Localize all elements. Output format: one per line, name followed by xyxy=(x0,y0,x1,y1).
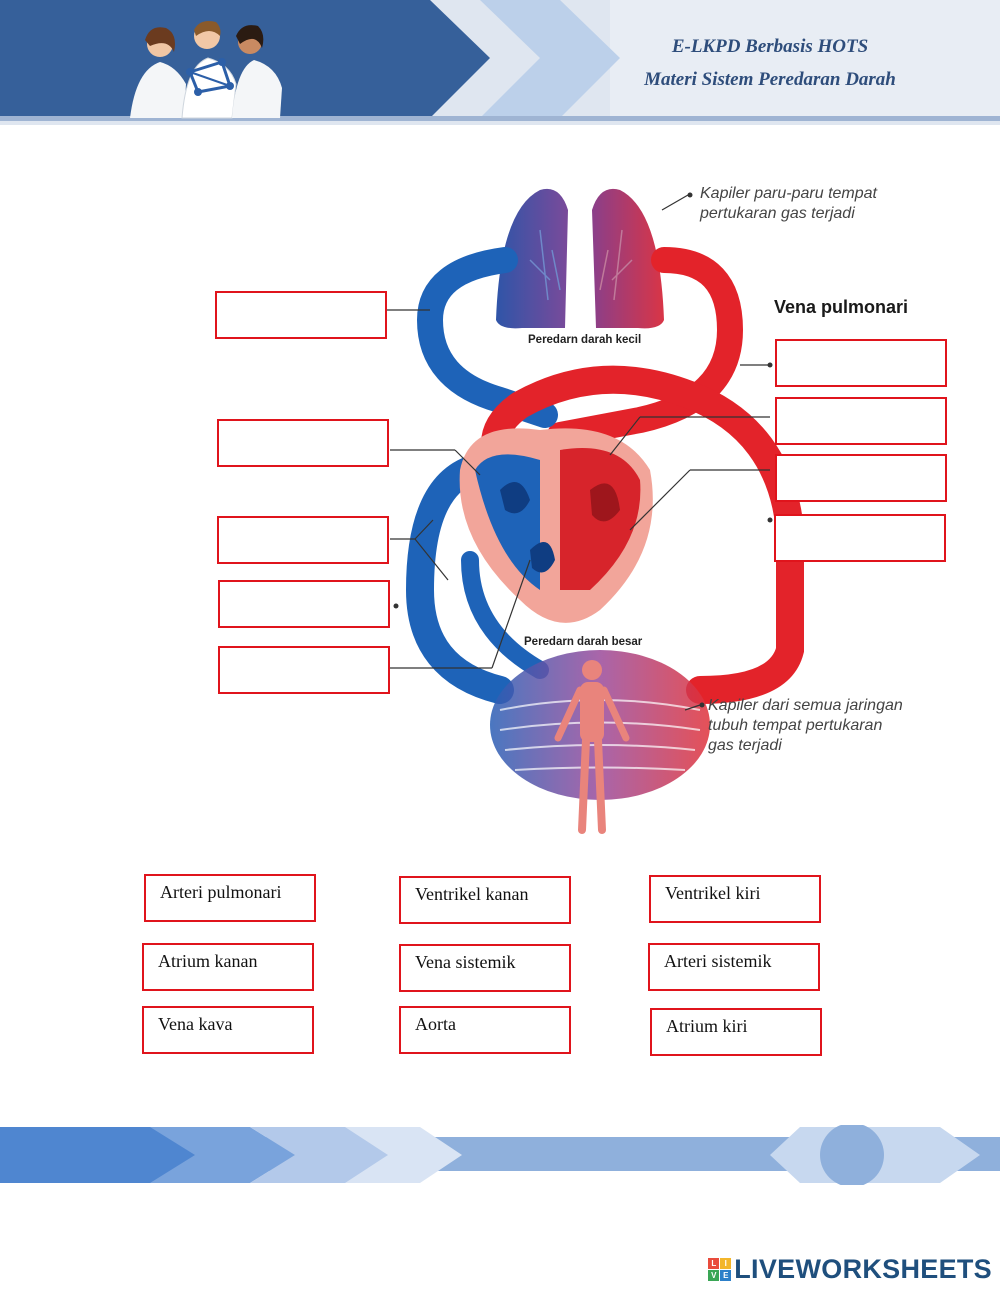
drop-zone-2[interactable] xyxy=(217,419,389,467)
leader-lines xyxy=(387,194,770,711)
caption-lung-capillaries: Kapiler paru-paru tempat pertukaran gas … xyxy=(700,185,877,222)
lungs-illustration xyxy=(496,188,664,329)
header-banner xyxy=(0,0,1000,125)
answer-ventrikel-kiri[interactable]: Ventrikel kiri xyxy=(649,875,821,923)
pulmonary-vein xyxy=(547,247,744,448)
footer-banner xyxy=(0,1125,1000,1185)
drop-zone-1[interactable] xyxy=(215,291,387,339)
circulation-diagram xyxy=(387,188,804,834)
answer-aorta[interactable]: Aorta xyxy=(399,1006,571,1054)
body-capillaries xyxy=(490,650,710,834)
scientists-illustration xyxy=(130,21,282,119)
caption-tissue-capillaries: Kapiler dari semua jaringan tubuh tempat… xyxy=(708,697,903,754)
answer-ventrikel-kanan[interactable]: Ventrikel kanan xyxy=(399,876,571,924)
brand-name: LIVEWORKSHEETS xyxy=(734,1254,992,1284)
answer-vena-sistemik[interactable]: Vena sistemik xyxy=(399,944,571,992)
pulmonary-artery xyxy=(416,247,558,428)
liveworksheets-icon: L I V E xyxy=(708,1258,732,1281)
answer-arteri-pulmonari[interactable]: Arteri pulmonari xyxy=(144,874,316,922)
header-title: E-LKPD Berbasis HOTS xyxy=(671,36,869,57)
drop-zone-4[interactable] xyxy=(218,580,390,628)
header-titles: E-LKPD Berbasis HOTS Materi Sistem Pered… xyxy=(560,30,980,96)
drop-zone-9[interactable] xyxy=(774,514,946,562)
answer-atrium-kanan[interactable]: Atrium kanan xyxy=(142,943,314,991)
heart-illustration xyxy=(459,428,653,623)
vena-cava xyxy=(405,456,514,704)
aorta-systemic xyxy=(481,365,804,704)
answer-arteri-sistemik[interactable]: Arteri sistemik xyxy=(648,943,820,991)
drop-zone-7[interactable] xyxy=(775,397,947,445)
vena-pulmonari-title: Vena pulmonari xyxy=(774,297,909,317)
liveworksheets-logo: L I V E LIVEWORKSHEETS xyxy=(708,1254,992,1285)
header-subtitle: Materi Sistem Peredaran Darah xyxy=(644,69,896,90)
drop-zone-8[interactable] xyxy=(775,454,947,502)
big-circulation-label: Peredarn darah besar xyxy=(524,636,643,648)
drop-zone-5[interactable] xyxy=(218,646,390,694)
small-circulation-label: Peredarn darah kecil xyxy=(528,334,642,346)
drop-zone-6[interactable] xyxy=(775,339,947,387)
human-body-figure xyxy=(554,660,630,834)
answer-vena-kava[interactable]: Vena kava xyxy=(142,1006,314,1054)
drop-zone-3[interactable] xyxy=(217,516,389,564)
answer-atrium-kiri[interactable]: Atrium kiri xyxy=(650,1008,822,1056)
